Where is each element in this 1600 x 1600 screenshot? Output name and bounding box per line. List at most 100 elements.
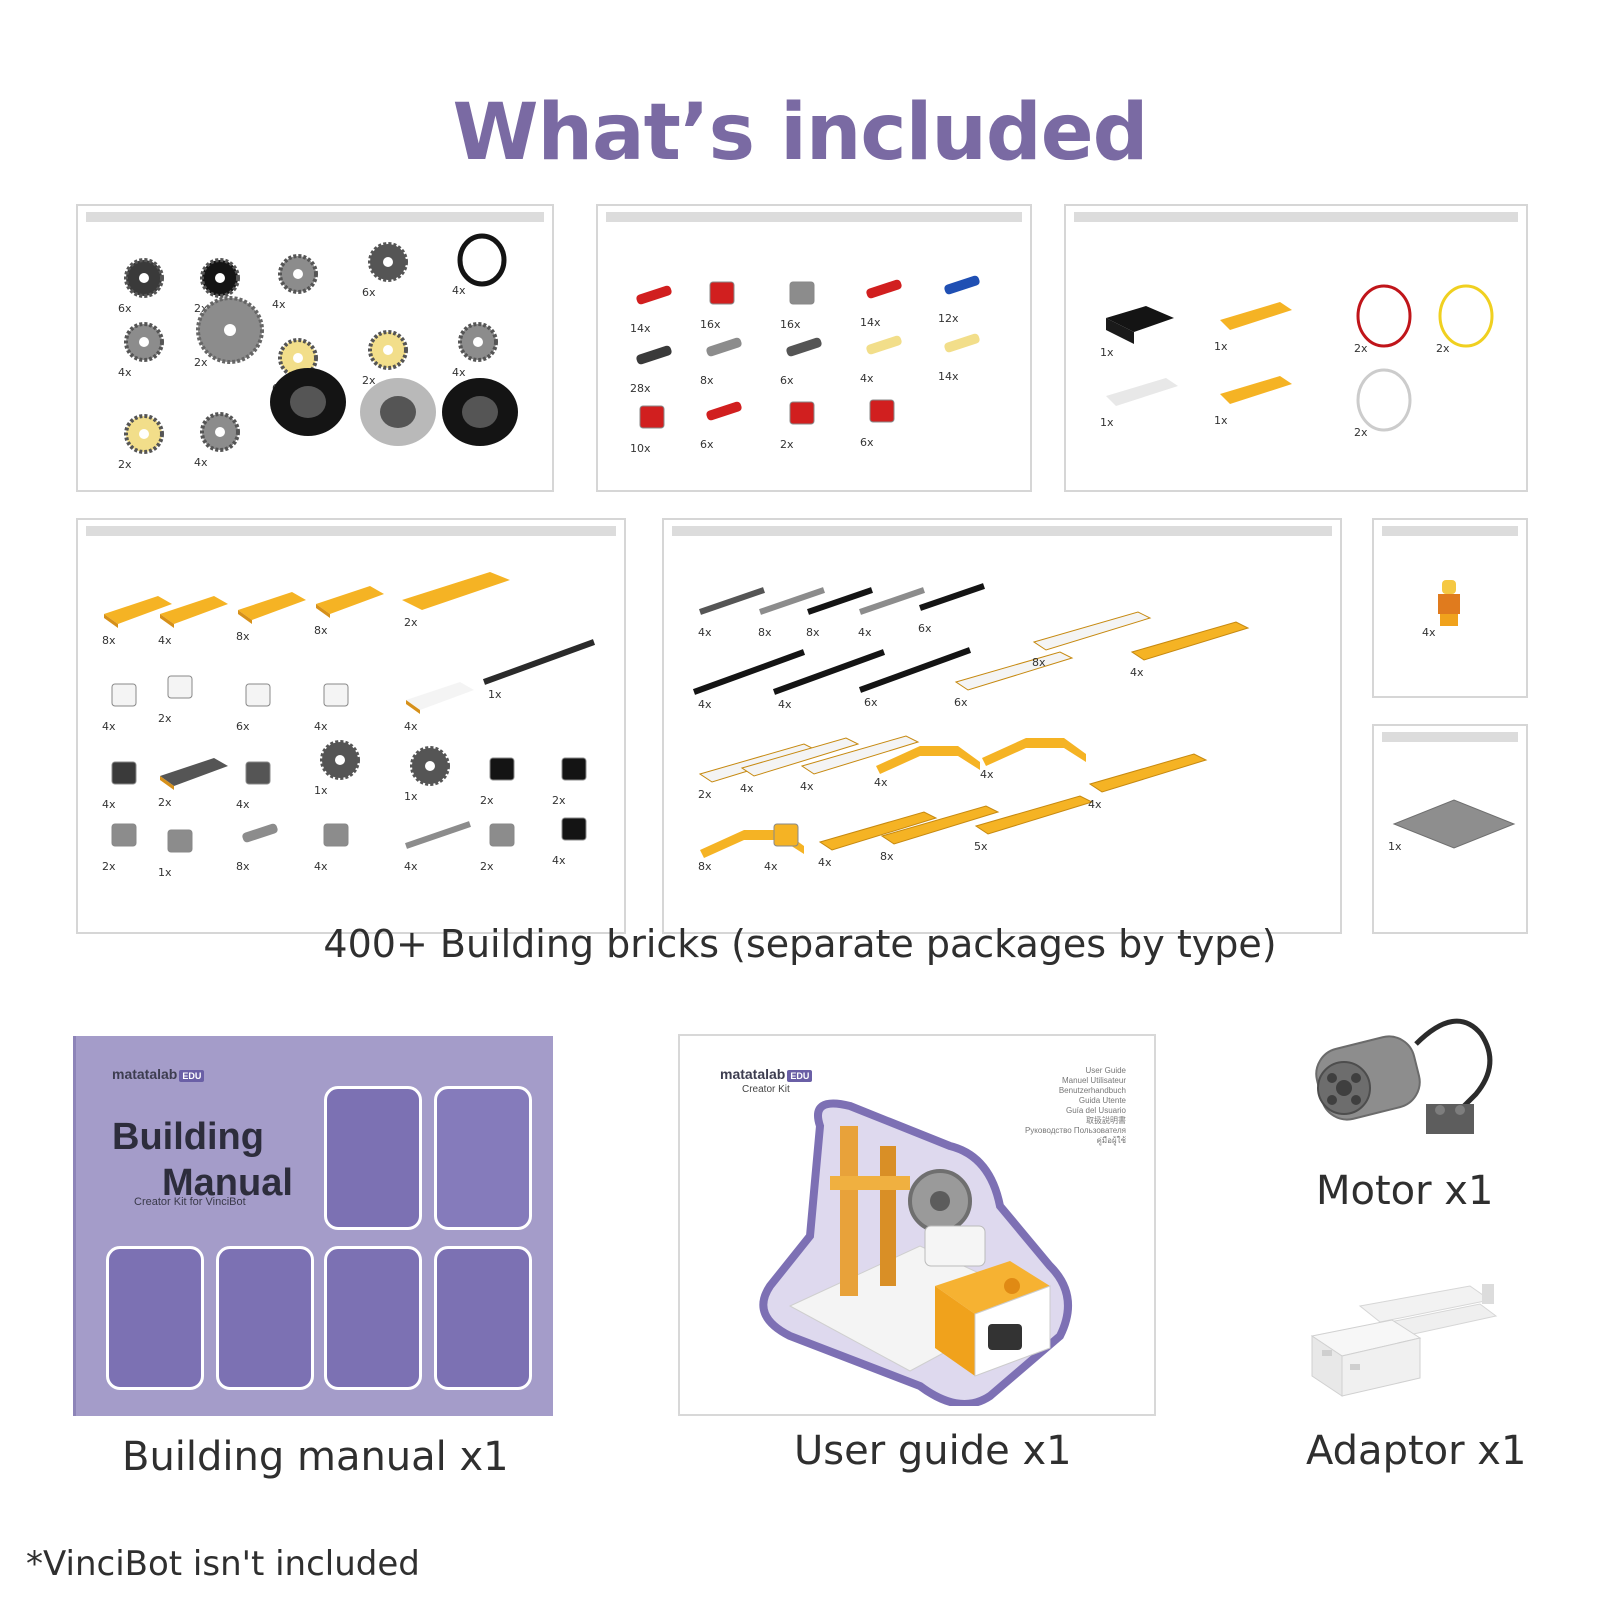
beam-part: 4x [870, 726, 980, 796]
part-count: 2x [118, 458, 132, 471]
part-count: 8x [236, 630, 250, 643]
connector-part-icon [639, 405, 665, 429]
plate-part: 8x [98, 584, 188, 654]
part-count: 1x [158, 866, 172, 879]
rubber-band-part: 2x [1350, 368, 1440, 446]
connector-part: 2x [154, 746, 244, 816]
bush-part: 6x [232, 670, 322, 740]
beam-part-icon [1088, 753, 1208, 793]
part-count: 4x [404, 720, 418, 733]
panel-header-bar [1382, 526, 1518, 536]
connector-part: 2x [776, 388, 866, 458]
hub-part-icon [320, 740, 360, 780]
beam-part: 4x [760, 810, 850, 880]
part-count: 1x [1388, 840, 1402, 853]
axle-part: 8x [802, 576, 892, 646]
part-count: 4x [698, 698, 712, 711]
part-count: 1x [404, 790, 418, 803]
part-count: 6x [860, 436, 874, 449]
part-count: 4x [1088, 798, 1102, 811]
connector-part: 10x [626, 392, 716, 462]
panel-header-bar [86, 212, 544, 222]
part-count: 4x [158, 634, 172, 647]
part-count: 4x [874, 776, 888, 789]
manual-caption: Building manual x1 [122, 1434, 509, 1480]
beam-part: 4x [1126, 616, 1250, 686]
part-count: 8x [314, 624, 328, 637]
beam-part: 8x [1028, 606, 1152, 676]
pulley-part: 1x [400, 740, 490, 810]
gear-part: 6x [114, 252, 204, 322]
part-count: 4x [236, 798, 250, 811]
rubber-band-part-icon [1356, 368, 1412, 432]
pin-part: 6x [776, 324, 866, 394]
axle-part: 8x [754, 576, 844, 646]
panel-header-bar [86, 526, 616, 536]
axle-part: 8x [232, 810, 322, 880]
beam-part-icon [740, 737, 860, 777]
part-count: 8x [1032, 656, 1046, 669]
panel-header-bar [606, 212, 1022, 222]
gear-part: 6x [358, 236, 448, 306]
gear-part-icon [196, 296, 264, 364]
part-count: 4x [314, 860, 328, 873]
connector-part-icon [245, 761, 271, 785]
part-count: 8x [102, 634, 116, 647]
wheel-part: 4x [448, 316, 538, 386]
connector-part-icon [160, 758, 228, 790]
part-count: 4x [800, 780, 814, 793]
part-count: 2x [780, 438, 794, 451]
connector-part: 2x [476, 744, 566, 814]
gear-part: 4x [268, 248, 358, 318]
beam-part-icon [876, 746, 980, 774]
part-count: 2x [362, 374, 376, 387]
ring-part: 4x [448, 233, 538, 304]
axle-part-icon [772, 649, 886, 695]
rubber-band-part: 2x [1350, 284, 1440, 362]
pin-part: 14x [934, 320, 1024, 390]
axle-part-icon [692, 649, 806, 695]
axle-part-icon [858, 647, 972, 693]
connector-part-icon [111, 761, 137, 785]
connector-part: 4x [98, 748, 188, 818]
bush-part: 1x [154, 816, 244, 886]
brick-part: 1x [1096, 296, 1186, 366]
part-count: 8x [880, 850, 894, 863]
manual-robot-tile [216, 1246, 314, 1390]
manual-robot-tile [106, 1246, 204, 1390]
brick-part: 4x [98, 670, 188, 740]
brick-part-icon [111, 683, 137, 707]
plate-part: 4x [400, 670, 490, 740]
part-count: 14x [860, 316, 881, 329]
pin-part-icon [786, 337, 822, 357]
part-count: 1x [314, 784, 328, 797]
part-count: 2x [1354, 342, 1368, 355]
pin-part-icon [706, 337, 742, 357]
part-count: 16x [780, 318, 801, 331]
axle-part-icon [807, 587, 873, 615]
ring-part-icon [457, 233, 507, 287]
part-count: 8x [698, 860, 712, 873]
part-count: 8x [236, 860, 250, 873]
guide-caption: User guide x1 [794, 1428, 1072, 1474]
part-count: 6x [236, 720, 250, 733]
part-count: 14x [938, 370, 959, 383]
part-count: 2x [404, 616, 418, 629]
plate-part: 8x [232, 580, 322, 650]
manual-robot-tile [324, 1246, 422, 1390]
axle-part-icon [919, 583, 985, 611]
beam-part-icon [982, 738, 1086, 766]
connector-part-icon [111, 823, 137, 847]
tire-part-icon [270, 368, 346, 436]
part-count: 2x [1436, 342, 1450, 355]
bush-part-icon [167, 829, 193, 853]
part-count: 2x [480, 794, 494, 807]
beam-part-icon [974, 795, 1094, 835]
part-count: 1x [1214, 340, 1228, 353]
connector-part-icon [561, 817, 587, 841]
